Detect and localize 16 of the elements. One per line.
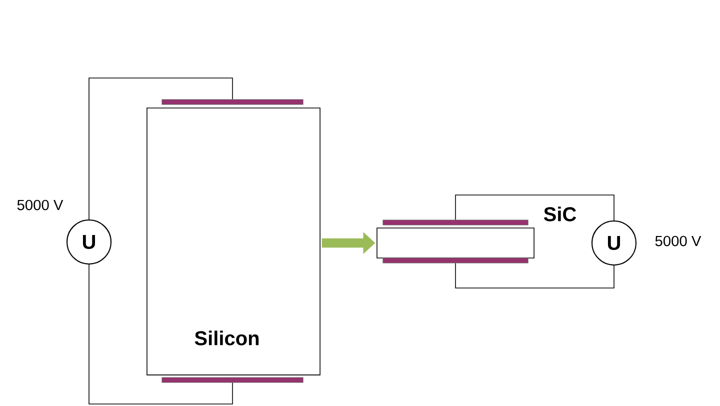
material-label: SiC bbox=[544, 206, 576, 222]
voltage-source: U bbox=[66, 219, 112, 265]
voltage-label: 5000 V bbox=[655, 236, 702, 246]
wire bbox=[88, 264, 233, 404]
voltage-source: U bbox=[591, 220, 637, 266]
electrode-plate bbox=[382, 220, 528, 226]
electrode-plate bbox=[162, 377, 304, 383]
wafer-block bbox=[146, 108, 320, 376]
wire bbox=[88, 78, 233, 220]
wire bbox=[455, 262, 614, 288]
wafer-block bbox=[376, 228, 534, 258]
electrode-plate bbox=[162, 99, 304, 105]
electrode-plate bbox=[382, 258, 528, 264]
voltage-label: 5000 V bbox=[17, 200, 64, 210]
block-label: Silicon bbox=[194, 330, 259, 346]
wire bbox=[455, 194, 614, 221]
